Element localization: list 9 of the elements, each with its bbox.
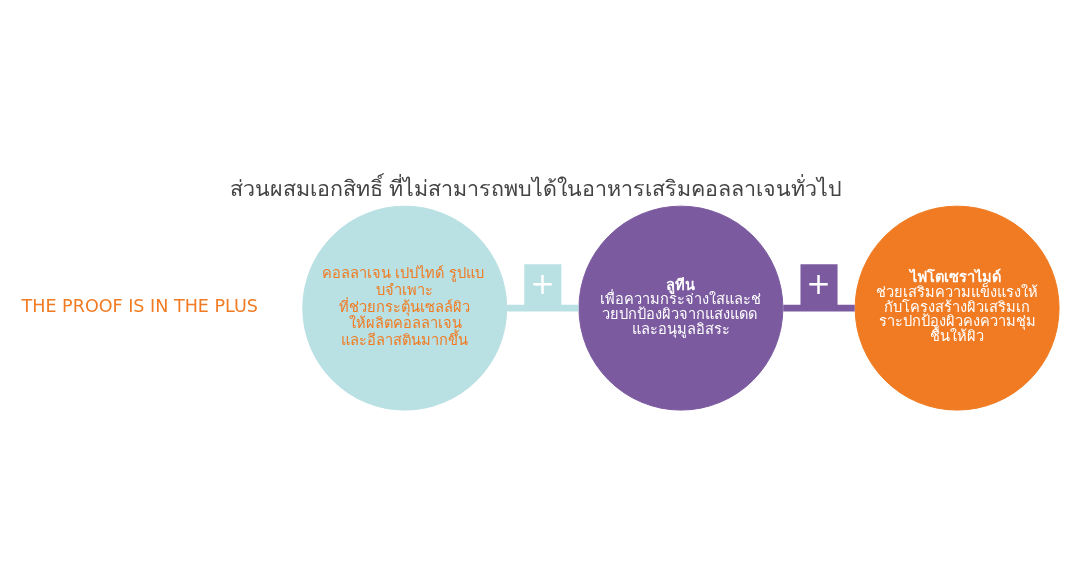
label: THE PROOF IS IN THE PLUS	[21, 295, 259, 316]
edge-label: +	[530, 266, 555, 301]
edge-label: +	[806, 266, 831, 301]
node-circle: ไฟโตเซราไมด์ ช่วยเสริมความแข็งแรงให้กับโครงสร้างผิวเสริมเกราะปกป้องผิวคงความชุ่มชื้นให้ผิว	[854, 205, 1060, 411]
diagram-title: ส่วนผสมเอกสิทธิ์ ที่ไม่สามารถพบได้ในอาหารเสริมคอลลาเจนทั่วไป	[229, 175, 843, 201]
node-circle: คอลลาเจน เปปไทด์ รูปแบบจำเพาะ ที่ช่วยกระตุ้นเซลล์ผิวให้ผลิตคอลลาเจน และอีลาสตินมากขึ้น	[302, 205, 508, 411]
connector	[783, 304, 855, 312]
node-circle: ลูทีน เพื่อความกระจ่างใสและช่วยปกป้องผิวจากแสงแดด และอนุมูลอิสระ	[578, 205, 784, 411]
connector	[507, 304, 579, 312]
